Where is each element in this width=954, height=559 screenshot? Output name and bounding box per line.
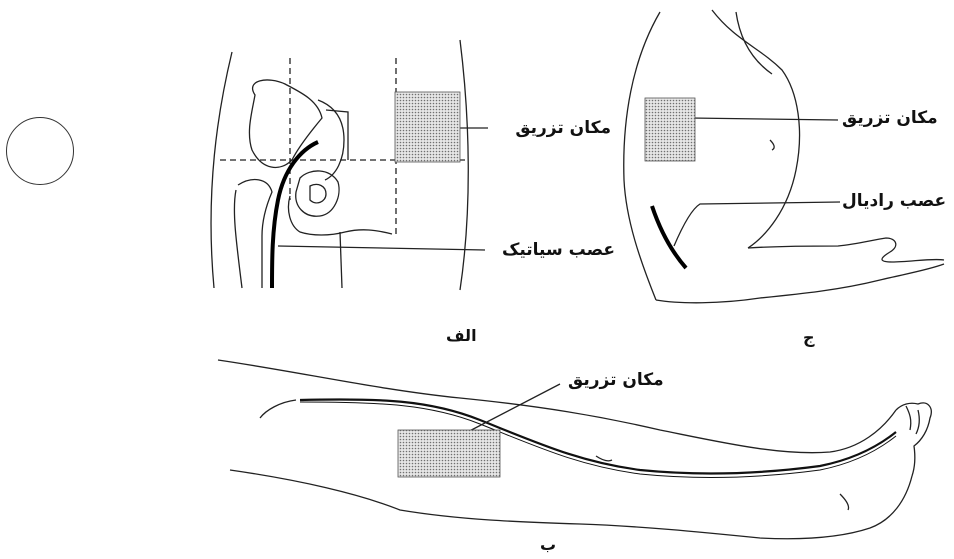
femur-left <box>238 180 272 288</box>
hip-right-outline <box>460 40 468 290</box>
leg-nerve <box>300 399 896 473</box>
hip-left-outline <box>211 52 232 288</box>
foot-outline <box>896 403 931 476</box>
hip-site-label: مکان تزریق <box>515 118 611 138</box>
obturator <box>296 171 339 216</box>
hip-panel <box>211 40 488 290</box>
leg-upper-outline <box>218 360 896 453</box>
leg-lower-outline <box>230 470 912 539</box>
arm-panel-letter: ج <box>803 329 815 347</box>
hip-nerve-label: عصب سیاتیک <box>502 240 615 260</box>
arm-nerve-leader <box>674 202 840 246</box>
hip-nerve-leader <box>278 246 485 250</box>
leg-injection-site <box>398 430 500 477</box>
radial-nerve <box>652 206 686 268</box>
forearm-upper-outline <box>748 238 944 262</box>
leg-panel-letter: ب <box>540 536 556 554</box>
shoulder-outline <box>712 10 800 248</box>
arm-nerve-label: عصب رادیال <box>842 191 946 211</box>
arm-site-label: مکان تزریق <box>842 108 938 128</box>
leg-site-label: مکان تزریق <box>568 370 664 390</box>
arm-site-leader <box>690 118 838 120</box>
syringe-icon <box>6 117 74 185</box>
arm-injection-site <box>645 98 695 161</box>
pelvis-wing <box>249 80 322 167</box>
forearm-lower-outline <box>656 264 944 303</box>
hip-panel-letter: الف <box>446 327 477 345</box>
hip-injection-site <box>395 92 460 162</box>
sciatic-nerve <box>272 142 318 288</box>
